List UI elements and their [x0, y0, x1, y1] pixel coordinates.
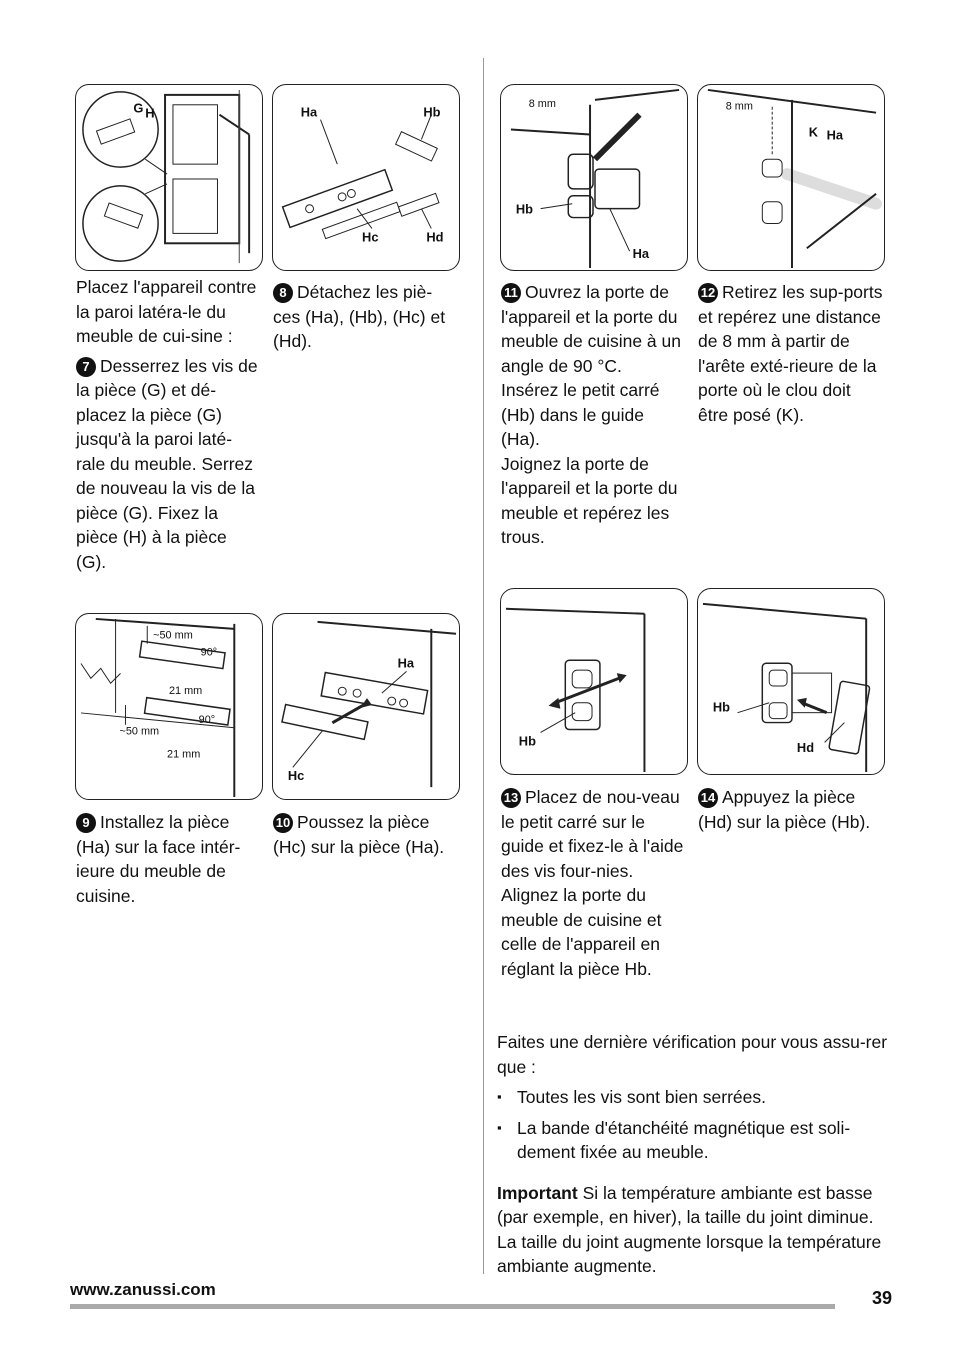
important-label: Important	[497, 1182, 578, 1203]
label-hd: Hd	[797, 740, 814, 755]
step-10-text: Poussez la pièce (Hc) sur la pièce (Ha).	[273, 812, 445, 857]
check-item: La bande d'étanchéité magnétique est sol…	[497, 1116, 889, 1165]
step-number-11: 11	[501, 283, 521, 303]
label-hc: Hc	[362, 229, 378, 244]
label-h: H	[145, 106, 154, 121]
page-number: 39	[872, 1288, 893, 1308]
step-13-text: Placez de nou-veau le petit carré sur le…	[501, 787, 684, 881]
step-13-para2: Alignez la porte du meuble de cuisine et…	[501, 885, 662, 979]
check-list: Toutes les vis sont bien serrées. La ban…	[497, 1085, 889, 1165]
step-14-text: Appuyez la pièce (Hd) sur la pièce (Hb).	[698, 787, 871, 832]
step-number-12: 12	[698, 283, 718, 303]
label-hb: Hb	[516, 202, 533, 217]
figure-13-align: Hb	[500, 588, 688, 775]
dim-8mm: 8 mm	[726, 101, 753, 113]
final-check: Faites une dernière vérification pour vo…	[497, 1030, 889, 1279]
important-text: Si la température ambiante est basse (pa…	[497, 1182, 882, 1277]
dim-90-top: 90°	[201, 647, 217, 659]
step-9-text: Installez la pièce (Ha) sur la face inté…	[76, 812, 241, 906]
label-k: K	[809, 124, 819, 139]
footer-rule	[70, 1304, 835, 1309]
dim-21mm-bottom: 21 mm	[167, 748, 200, 760]
label-hd: Hd	[426, 229, 443, 244]
intro-text: Placez l'appareil contre la paroi latéra…	[76, 277, 257, 346]
step-11-text: Ouvrez la porte de l'appareil et la port…	[501, 282, 681, 376]
step-intro-and-7: Placez l'appareil contre la paroi latéra…	[76, 275, 261, 574]
step-number-10: 10	[273, 813, 293, 833]
step-number-7: 7	[76, 356, 96, 377]
figure-14-press: Hb Hd	[697, 588, 885, 775]
label-ha: Ha	[633, 246, 650, 261]
dim-50mm-bottom: ~50 mm	[120, 726, 160, 738]
figure-8-parts: Ha Hb Hc Hd	[272, 84, 460, 271]
label-ha: Ha	[398, 655, 415, 670]
footer-url: www.zanussi.com	[70, 1280, 216, 1299]
figure-12-mark: 8 mm K Ha	[697, 84, 885, 271]
step-number-13: 13	[501, 788, 521, 808]
check-item: Toutes les vis sont bien serrées.	[497, 1085, 889, 1110]
column-divider	[483, 58, 485, 1274]
final-check-text: Faites une dernière vérification pour vo…	[497, 1032, 888, 1077]
step-12-text: Retirez les sup-ports et repérez une dis…	[698, 282, 883, 425]
figure-11-hinge: 8 mm Hb Ha	[500, 84, 688, 271]
step-11-para2: Insérez le petit carré (Hb) dans le guid…	[501, 380, 660, 449]
figure-7-side-wall: G H	[75, 84, 263, 271]
label-ha: Ha	[301, 105, 318, 120]
step-8-text: Détachez les piè-ces (Ha), (Hb), (Hc) et…	[273, 282, 446, 351]
label-g: G	[133, 101, 143, 116]
figure-10-push: Ha Hc	[272, 613, 460, 800]
step-number-8: 8	[273, 283, 293, 303]
dim-21mm-top: 21 mm	[169, 685, 202, 697]
dim-50mm-top: ~50 mm	[153, 630, 193, 642]
dim-8mm: 8 mm	[529, 98, 556, 110]
step-number-14: 14	[698, 788, 718, 808]
figure-9-install: ~50 mm 90° 21 mm ~50 mm 90° 21 mm	[75, 613, 263, 800]
step-number-9: 9	[76, 813, 96, 833]
label-hb: Hb	[423, 105, 440, 120]
step-7-text: Desserrez les vis de la pièce (G) et dé-…	[76, 355, 258, 572]
step-11-para3: Joignez la porte de l'appareil et la por…	[501, 453, 678, 548]
label-hb: Hb	[519, 733, 536, 748]
label-ha: Ha	[827, 127, 844, 142]
dim-90-bottom: 90°	[199, 714, 215, 726]
label-hc: Hc	[288, 768, 304, 783]
label-hb: Hb	[713, 700, 730, 715]
